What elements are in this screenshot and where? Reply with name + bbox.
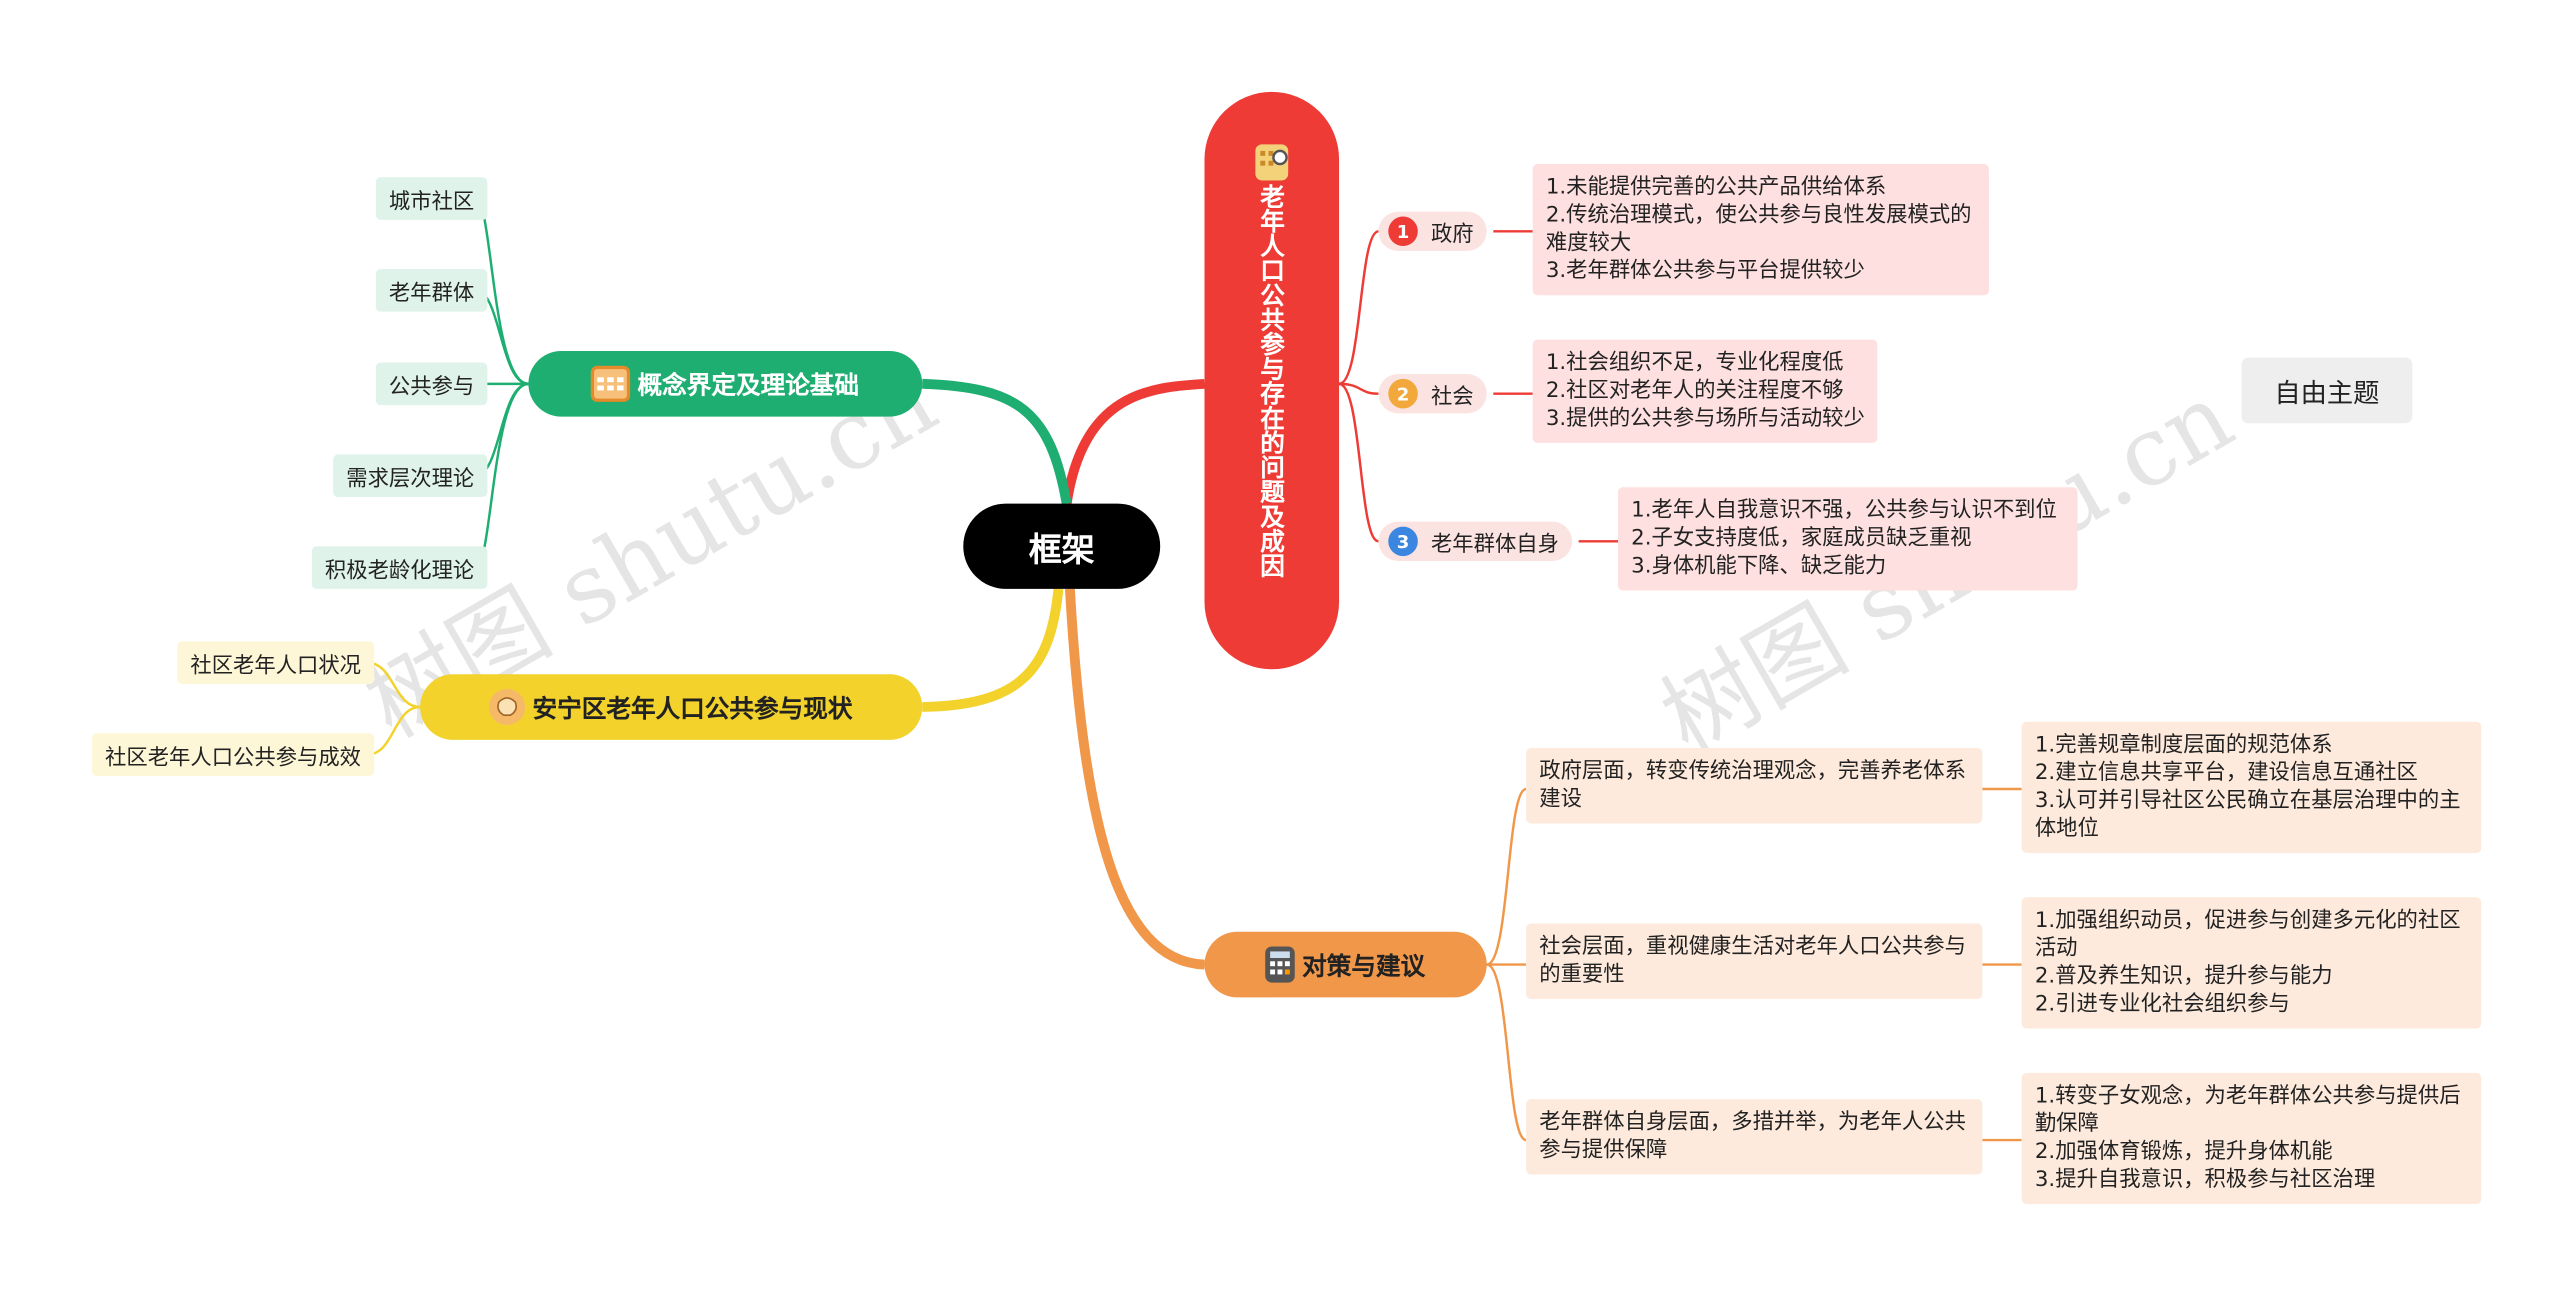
sub-line: 政府层面，转变传统治理观念，完善养老体系 xyxy=(1539,759,1966,785)
sub-line: 社会层面，重视健康生活对老年人口公共参与 xyxy=(1539,935,1966,960)
detail-society[interactable]: 1.社会组织不足，专业化程度低 2.社区对老年人的关注程度不够 3.提供的公共参… xyxy=(1532,339,1878,443)
detail-line: 2.普及养生知识，提升参与能力 xyxy=(2034,964,2333,990)
root-topic[interactable]: 框架 xyxy=(963,503,1161,589)
detail-line: 3.提供的公共参与场所与活动较少 xyxy=(1545,406,1865,432)
leaf-label: 老年群体 xyxy=(388,281,475,306)
leaf-label: 公共参与 xyxy=(388,374,475,400)
branch-measures-label: 对策与建议 xyxy=(1302,950,1426,981)
leaf-elderly-group[interactable]: 老年群体 xyxy=(375,269,488,312)
leaf-hierarchy-needs[interactable]: 需求层次理论 xyxy=(333,454,488,498)
detail-line: 1.加强组织动员，促进参与创建多元化的社区 xyxy=(2034,908,2461,934)
leaf-participation-results[interactable]: 社区老年人口公共参与成效 xyxy=(91,733,375,776)
detail-line: 1.完善规章制度层面的规范体系 xyxy=(2034,733,2333,758)
root-label: 框架 xyxy=(1028,529,1095,569)
branch-concepts-label: 概念界定及理论基础 xyxy=(637,369,860,400)
branch-causes[interactable]: 老年人口公共参与存在的问题及成因 xyxy=(1204,91,1340,670)
leaf-label: 积极老龄化理论 xyxy=(324,558,475,584)
detail-line: 1.转变子女观念，为老年群体公共参与提供后 xyxy=(2034,1084,2461,1109)
sub-elderly-level[interactable]: 老年群体自身层面，多措并举，为老年人公共 参与提供保障 xyxy=(1526,1099,1983,1175)
detail-elderly-level[interactable]: 1.转变子女观念，为老年群体公共参与提供后 勤保障 2.加强体育锻炼，提升身体机… xyxy=(2021,1072,2482,1205)
detail-government[interactable]: 1.未能提供完善的公共产品供给体系 2.传统治理模式，使公共参与良性发展模式的 … xyxy=(1532,164,1989,296)
sub-label: 政府 xyxy=(1430,222,1474,247)
leaf-label: 需求层次理论 xyxy=(346,466,475,492)
detail-elderly-self[interactable]: 1.老年人自我意识不强，公共参与认识不到位 2.子女支持度低，家庭成员缺乏重视 … xyxy=(1618,487,2078,591)
detail-government-level[interactable]: 1.完善规章制度层面的规范体系 2.建立信息共享平台，建设信息互通社区 3.认可… xyxy=(2021,721,2482,854)
branch-causes-label: 老年人口公共参与存在的问题及成因 xyxy=(1257,183,1287,578)
detail-line: 3.身体机能下降、缺乏能力 xyxy=(1631,554,1887,580)
leaf-label: 社区老年人口公共参与成效 xyxy=(105,745,362,771)
sub-government[interactable]: 1 政府 xyxy=(1378,211,1487,251)
branch-status-label: 安宁区老年人口公共参与现状 xyxy=(532,693,853,723)
sub-line: 老年群体自身层面，多措并举，为老年人公共 xyxy=(1539,1110,1966,1136)
detail-line: 3.老年群体公共参与平台提供较少 xyxy=(1545,259,1865,284)
leaf-urban-community[interactable]: 城市社区 xyxy=(375,177,488,220)
free-topic[interactable]: 自由主题 xyxy=(2241,357,2413,424)
branch-measures[interactable]: 对策与建议 xyxy=(1204,931,1487,998)
branch-status[interactable]: 安宁区老年人口公共参与现状 xyxy=(420,674,923,740)
detail-line: 2.加强体育锻炼，提升身体机能 xyxy=(2034,1140,2333,1165)
detail-line: 2.子女支持度低，家庭成员缺乏重视 xyxy=(1631,526,1972,552)
leaf-label: 社区老年人口状况 xyxy=(190,653,362,679)
branch-concepts[interactable]: 概念界定及理论基础 xyxy=(528,351,923,417)
sub-label: 社会 xyxy=(1430,384,1474,410)
detail-line: 3.提升自我意识，积极参与社区治理 xyxy=(2034,1167,2376,1193)
sub-line: 的重要性 xyxy=(1539,962,1625,988)
number-badge: 2 xyxy=(1388,378,1418,409)
calculator-icon xyxy=(1266,946,1296,983)
calendar-icon xyxy=(591,365,631,402)
detail-line: 1.社会组织不足，专业化程度低 xyxy=(1545,351,1844,376)
number-badge: 1 xyxy=(1388,216,1418,247)
leaf-label: 城市社区 xyxy=(388,189,475,215)
sub-label: 老年群体自身 xyxy=(1430,532,1559,557)
detail-line: 活动 xyxy=(2034,936,2078,962)
sub-line: 参与提供保障 xyxy=(1539,1138,1668,1164)
detail-line: 1.老年人自我意识不强，公共参与认识不到位 xyxy=(1631,498,2057,524)
detail-line: 2.引进专业化社会组织参与 xyxy=(2034,992,2290,1018)
building-search-icon xyxy=(1255,144,1289,181)
brain-icon xyxy=(489,688,526,726)
detail-line: 难度较大 xyxy=(1545,231,1632,256)
detail-line: 体地位 xyxy=(2034,816,2099,842)
leaf-public-participation[interactable]: 公共参与 xyxy=(375,362,488,406)
number-badge: 3 xyxy=(1388,526,1418,557)
sub-government-level[interactable]: 政府层面，转变传统治理观念，完善养老体系 建设 xyxy=(1526,748,1983,824)
detail-line: 勤保障 xyxy=(2034,1112,2099,1137)
sub-line: 建设 xyxy=(1539,787,1582,812)
leaf-active-aging[interactable]: 积极老龄化理论 xyxy=(311,546,488,589)
free-topic-label: 自由主题 xyxy=(2274,377,2380,409)
sub-society-level[interactable]: 社会层面，重视健康生活对老年人口公共参与 的重要性 xyxy=(1526,923,1983,1000)
detail-line: 2.社区对老年人的关注程度不够 xyxy=(1545,378,1844,404)
leaf-community-elderly-status[interactable]: 社区老年人口状况 xyxy=(177,641,375,685)
detail-line: 2.建立信息共享平台，建设信息互通社区 xyxy=(2034,761,2418,786)
detail-line: 3.认可并引导社区公民确立在基层治理中的主 xyxy=(2034,789,2461,814)
detail-society-level[interactable]: 1.加强组织动员，促进参与创建多元化的社区 活动 2.普及养生知识，提升参与能力… xyxy=(2021,897,2482,1029)
sub-elderly-self[interactable]: 3 老年群体自身 xyxy=(1378,521,1573,562)
sub-society[interactable]: 2 社会 xyxy=(1378,374,1487,414)
detail-line: 1.未能提供完善的公共产品供给体系 xyxy=(1545,175,1887,201)
detail-line: 2.传统治理模式，使公共参与良性发展模式的 xyxy=(1545,203,1972,229)
